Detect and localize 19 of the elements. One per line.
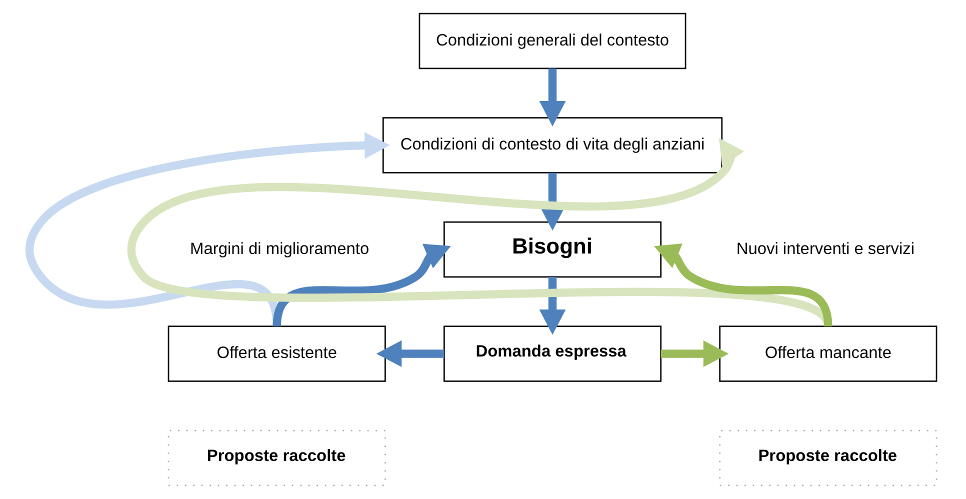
node-box: Offerta mancante <box>719 326 938 382</box>
arrow <box>660 340 729 368</box>
node-box: Proposte raccolte <box>168 430 386 486</box>
arrow <box>539 68 566 126</box>
node-box: Proposte raccolte <box>719 430 938 486</box>
node-box: Condizioni di contesto di vita degli anziani <box>382 117 723 174</box>
arrow <box>654 244 832 327</box>
arrow <box>376 340 444 368</box>
arrow <box>26 132 390 327</box>
node-box: Offerta esistente <box>168 326 386 382</box>
node-box: Bisogni <box>443 221 662 278</box>
arrow <box>539 277 566 335</box>
label: Margini di miglioramento <box>190 240 370 258</box>
label: Nuovi interventi e servizi <box>736 240 914 258</box>
node-box: Condizioni generali del contesto <box>418 12 686 70</box>
arrow <box>272 244 451 327</box>
arrow <box>539 172 566 231</box>
arrow <box>128 138 832 329</box>
node-box: Domanda espressa <box>443 326 662 382</box>
